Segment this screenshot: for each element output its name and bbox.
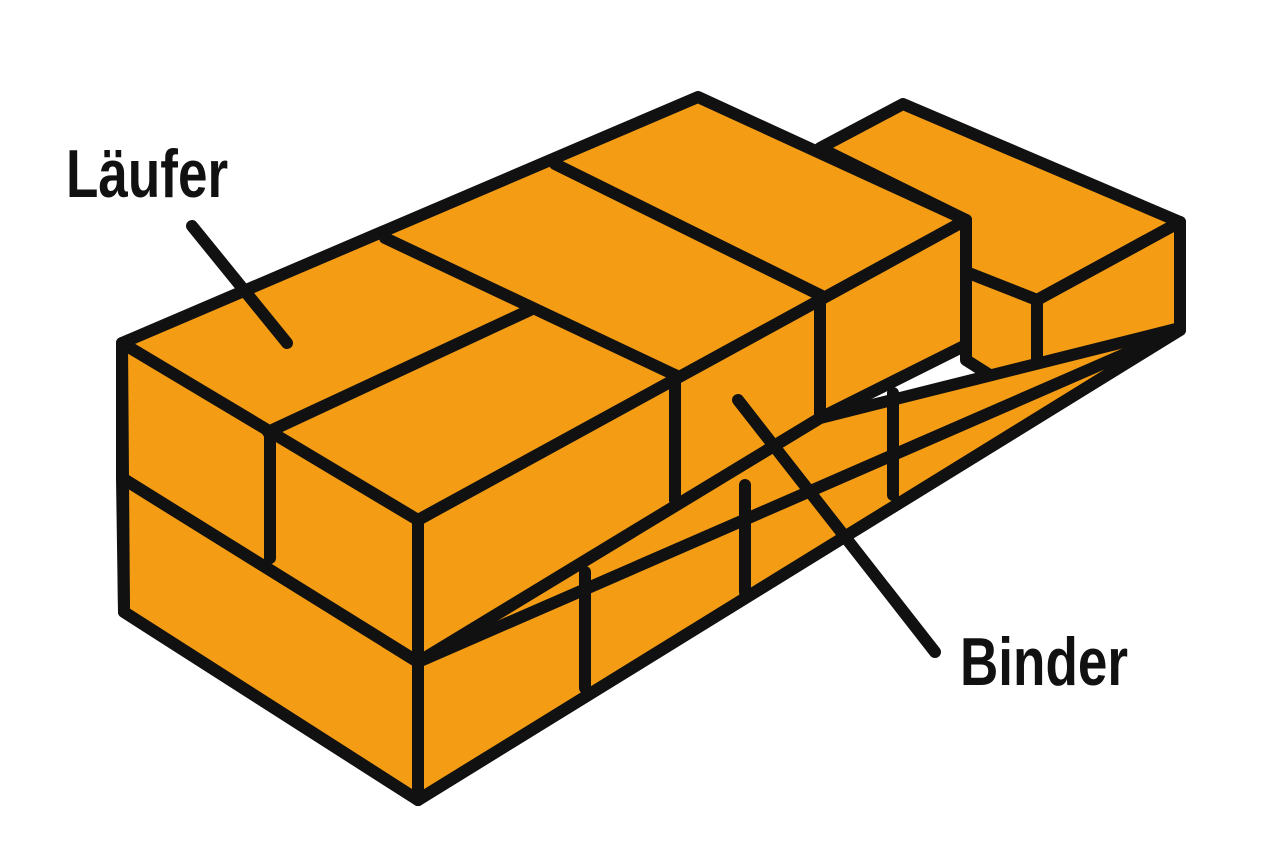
course-separator-end [116, 472, 424, 668]
top-joint-3 [549, 158, 826, 301]
label-binder: Binder [960, 624, 1128, 700]
label-laeufer: Läufer [66, 136, 229, 212]
binder-leader-line [732, 394, 941, 658]
course-separator-front [412, 324, 1186, 668]
outer-edge [116, 216, 1186, 806]
laeufer-leader-line [186, 220, 293, 349]
top-joint-2 [379, 232, 681, 381]
top-joint-1 [262, 304, 536, 438]
